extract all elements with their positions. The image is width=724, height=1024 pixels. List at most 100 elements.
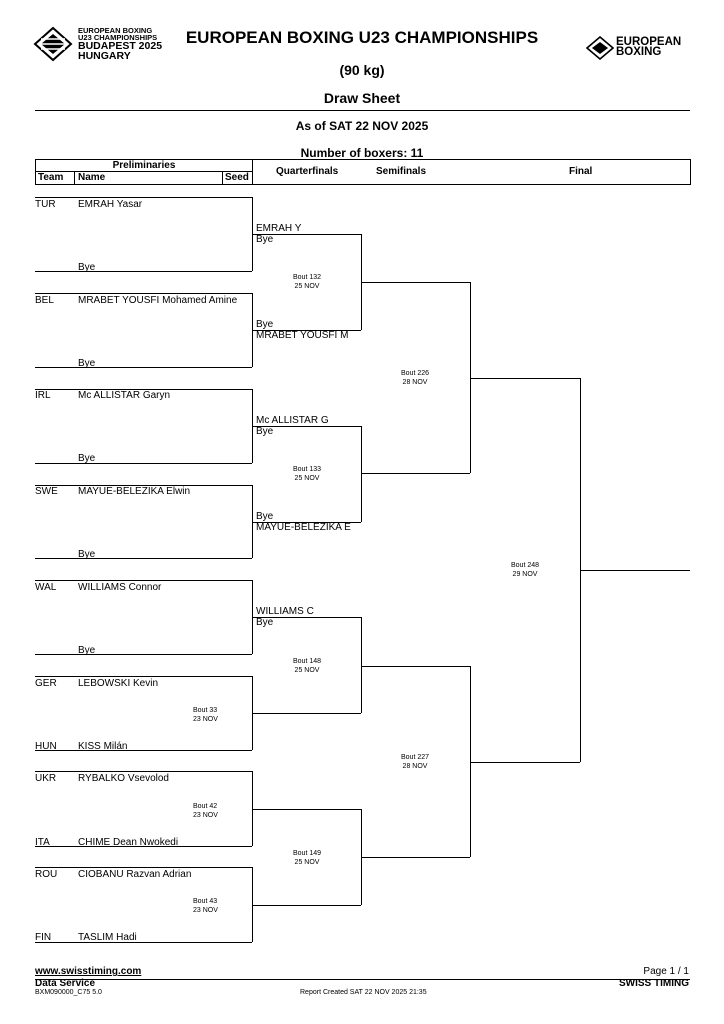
bracket-line	[361, 282, 470, 283]
bracket-line	[252, 809, 361, 810]
boxer-name: Bye	[78, 645, 96, 656]
bracket-line	[252, 713, 361, 714]
name-header: Name	[78, 172, 106, 183]
bracket-line	[252, 867, 253, 942]
header-separator	[74, 171, 75, 184]
bout-date: 25 NOV	[294, 667, 320, 674]
bout-label: Bout 133 25 NOV	[282, 465, 332, 483]
bracket-line	[470, 282, 471, 473]
bracket-line	[252, 330, 361, 331]
team-code: UKR	[35, 773, 57, 784]
diamond-logo-icon	[33, 26, 73, 62]
bracket-line	[35, 271, 252, 272]
bracket-line	[252, 426, 361, 427]
footer-divider	[35, 979, 690, 980]
bout-label: Bout 227 28 NOV	[390, 753, 440, 771]
boxer-name: LEBOWSKI Kevin	[78, 678, 159, 689]
advancer-name: MRABET YOUSFI M	[256, 330, 349, 341]
boxer-count: Number of boxers: 11	[300, 146, 424, 160]
final-header: Final	[569, 166, 593, 177]
bracket-line	[35, 558, 252, 559]
advancer-name: MAYUE-BELEZIKA E	[256, 522, 351, 533]
bracket-line	[252, 485, 253, 558]
bout-number: Bout 43	[193, 898, 218, 905]
advancer-name: WILLIAMS C	[256, 606, 314, 617]
boxer-name: Mc ALLISTAR Garyn	[78, 390, 171, 401]
bout-number: Bout 33	[193, 707, 218, 714]
team-code: SWE	[35, 486, 58, 497]
sheet-title: Draw Sheet	[323, 90, 401, 106]
bout-date: 25 NOV	[294, 283, 320, 290]
logo-line-1: EUROPEAN BOXING	[78, 26, 153, 35]
bout-label: Bout 42 23 NOV	[193, 802, 243, 820]
bracket-line	[35, 463, 252, 464]
bout-date: 25 NOV	[294, 475, 320, 482]
bracket-line	[35, 942, 252, 943]
bout-date: 23 NOV	[193, 716, 218, 723]
european-boxing-logo: EUROPEAN BOXING	[586, 36, 696, 66]
bout-number: Bout 226	[400, 370, 430, 377]
bracket-line	[252, 905, 361, 906]
bracket-line	[35, 293, 252, 294]
diamond-logo-icon	[586, 36, 614, 60]
bracket-line	[470, 378, 580, 379]
bracket-line	[35, 485, 252, 486]
website-link[interactable]: www.swisstiming.com	[35, 966, 142, 977]
bracket-line	[361, 473, 470, 474]
header-separator	[36, 171, 252, 172]
page-title: EUROPEAN BOXING U23 CHAMPIONSHIPS	[185, 28, 539, 47]
team-code: ROU	[35, 869, 58, 880]
boxer-name: MAYUE-BELEZIKA Elwin	[78, 486, 191, 497]
team-code: TUR	[35, 199, 56, 210]
bracket-line	[580, 570, 690, 571]
bracket-line	[361, 426, 362, 522]
header-separator	[252, 160, 253, 184]
advancer-name: Bye	[256, 617, 274, 628]
column-header: Preliminaries Team Name Seed Quarterfina…	[35, 159, 691, 185]
advancer-name: EMRAH Y	[256, 223, 302, 234]
bout-number: Bout 248	[510, 562, 540, 569]
header-divider	[35, 110, 690, 111]
bout-number: Bout 148	[292, 658, 322, 665]
boxer-name: Bye	[78, 262, 96, 273]
boxer-name: EMRAH Yasar	[78, 199, 143, 210]
bout-date: 28 NOV	[402, 763, 428, 770]
bout-label: Bout 226 28 NOV	[390, 369, 440, 387]
page-number: Page 1 / 1	[643, 966, 689, 977]
bracket-line	[35, 676, 252, 677]
boxer-name: CIOBANU Razvan Adrian	[78, 869, 192, 880]
weight-class: (90 kg)	[339, 62, 385, 78]
bout-number: Bout 227	[400, 754, 430, 761]
team-code: HUN	[35, 741, 57, 752]
semifinals-header: Semifinals	[376, 166, 427, 177]
bout-number: Bout 133	[292, 466, 322, 473]
preliminaries-header: Preliminaries	[112, 160, 176, 171]
logo-line-2: U23 CHAMPIONSHIPS	[78, 33, 158, 42]
team-code: GER	[35, 678, 57, 689]
boxer-name: TASLIM Hadi	[78, 932, 137, 943]
right-logo-line-2: BOXING	[616, 46, 662, 58]
report-code: BXM090000_C75 5.0	[35, 989, 102, 996]
bracket-line	[35, 580, 252, 581]
brand-name: SWISS TIMING	[619, 978, 689, 989]
data-service: Data Service	[35, 978, 96, 989]
bracket-line	[252, 234, 361, 235]
bracket-line	[35, 654, 252, 655]
bracket-line	[252, 771, 253, 846]
event-logo: EUROPEAN BOXING U23 CHAMPIONSHIPS BUDAPE…	[33, 26, 183, 66]
advancer-name: Bye	[256, 319, 274, 330]
boxer-name: CHIME Dean Nwokedi	[78, 837, 179, 848]
quarterfinals-header: Quarterfinals	[276, 166, 339, 177]
bout-date: 25 NOV	[294, 859, 320, 866]
bout-date: 23 NOV	[193, 812, 218, 819]
bout-label: Bout 148 25 NOV	[282, 657, 332, 675]
team-code: IRL	[35, 390, 51, 401]
team-header: Team	[38, 172, 64, 183]
bout-number: Bout 42	[193, 803, 218, 810]
advancer-name: Mc ALLISTAR G	[256, 415, 329, 426]
bout-date: 28 NOV	[402, 379, 428, 386]
right-logo-line-1: EUROPEAN	[616, 36, 682, 48]
advancer-name: Bye	[256, 426, 274, 437]
